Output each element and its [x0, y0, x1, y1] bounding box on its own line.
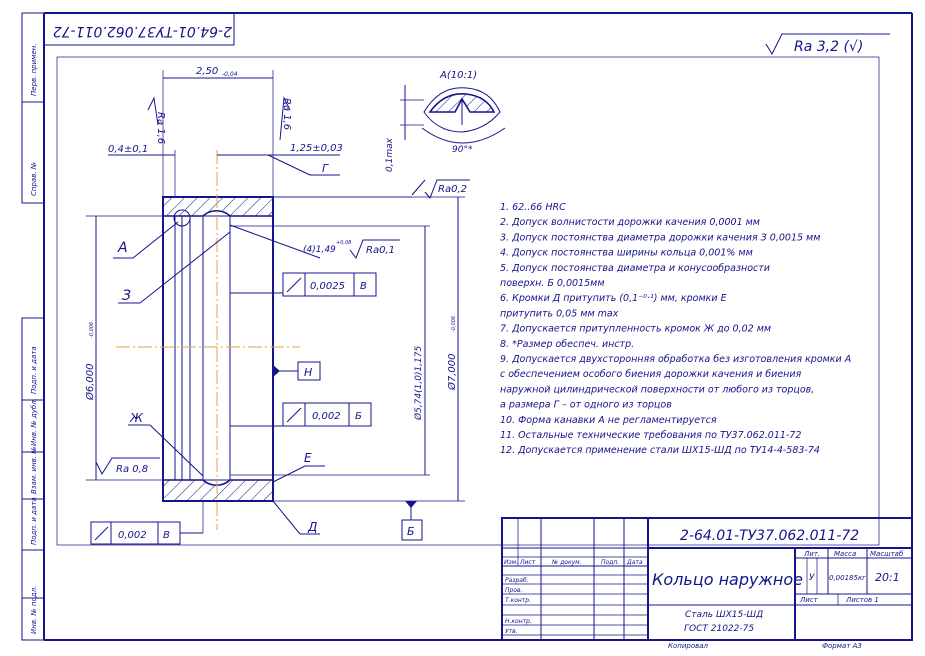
side-label: Справ. №	[30, 162, 38, 196]
label-a: А	[117, 240, 128, 256]
material-1: Сталь ШХ15-ШД	[685, 610, 763, 620]
side-label: Подп. и дата	[30, 497, 38, 545]
dim-width-tol: -0,04	[222, 71, 238, 78]
roughness-text: Ra 3,2 (√)	[794, 39, 863, 55]
col-mass: Масса	[834, 550, 856, 558]
datum-b: Б	[407, 525, 415, 538]
scale-value: 20:1	[875, 571, 900, 584]
technical-notes: 1. 62..66 HRC 2. Допуск волнистости дорож…	[500, 202, 851, 456]
note-line: 7. Допускается притупленность кромок Ж д…	[500, 324, 771, 335]
dim-dia-outer-tol: -0,006	[451, 316, 457, 332]
col-lit: Лит.	[803, 550, 820, 558]
detail-angle: 90°*	[452, 145, 473, 155]
dim-rad-track: (4)1,49	[303, 245, 336, 255]
col-label: Подп.	[601, 559, 619, 566]
note-line: 9. Допускается двухсторонняя обработка б…	[500, 354, 851, 365]
mass-value: 0,00185кг	[829, 574, 866, 582]
tol-value: 0,002	[312, 411, 341, 422]
label-3: З	[122, 288, 131, 304]
material-2: ГОСТ 21022-75	[684, 624, 754, 634]
col-scale: Масштаб	[870, 550, 904, 558]
format-label: Формат А3	[822, 642, 862, 650]
side-label: Инв. № дубл.	[30, 398, 38, 446]
role-label: Н.контр.	[505, 618, 532, 625]
side-label: Перв. примен.	[30, 43, 38, 96]
side-label: Взам. инв. №	[30, 446, 38, 494]
dim-offset: 1,25±0,03	[290, 143, 343, 154]
side-label: Подп. и дата	[30, 346, 38, 394]
note-line: 12. Допускается применение стали ШХ15-ШД…	[500, 445, 820, 456]
dim-dia-outer: Ø7,000	[446, 354, 458, 392]
title-block: 2-64.01-ТУ37.062.011-72 Кольцо наружное …	[501, 517, 913, 650]
note-line: а размера Г – от одного из торцов	[500, 400, 672, 411]
dim-width: 2,50	[196, 66, 218, 77]
note-line: поверхн. Б 0,0015мм	[500, 278, 604, 289]
role-label: Пров.	[505, 587, 523, 594]
tolerance-frames: 0,0025 В 0,002 Б 0,002 В	[90, 272, 377, 545]
note-line: 10. Форма канавки А не регламентируется	[500, 415, 717, 426]
tol-value: 0,002	[118, 530, 147, 541]
role-label: Разраб.	[505, 577, 529, 584]
side-labels: Перв. примен. Справ. № Подп. и дата Инв.…	[30, 43, 38, 634]
lit-value: У	[809, 573, 815, 583]
note-line: 3. Допуск постоянства диаметра дорожки к…	[500, 232, 820, 243]
role-label: Утв.	[505, 628, 518, 635]
label-d: Д	[307, 520, 317, 534]
tol-base: В	[163, 530, 170, 541]
ra-16-left: Ra 1,6	[155, 112, 166, 144]
col-label: № докум.	[551, 559, 582, 566]
label-g: Г	[322, 162, 329, 175]
tolerance-frame-2: 0,002 Б	[229, 402, 372, 480]
dim-rad-track-tol: +0,08	[336, 240, 351, 246]
note-line: 6. Кромки Д притупить (0,1⁻⁰·¹) мм, кром…	[500, 293, 727, 304]
note-line: 11. Остальные технические требования по …	[500, 430, 801, 441]
tolerance-frame-3: 0,002 В	[90, 501, 204, 545]
tol-value: 0,0025	[310, 281, 345, 292]
note-line: 2. Допуск волнистости дорожки качения 0,…	[500, 217, 760, 228]
datum-n: Н	[304, 366, 312, 379]
tolerance-frame-1: 0,0025 В	[230, 272, 377, 297]
surface-roughness-general: Ra 3,2 (√)	[765, 33, 890, 56]
ra-01: Ra0,1	[366, 245, 395, 256]
note-line: 5. Допуск постоянства диаметра и конусоо…	[500, 263, 770, 274]
sheets-label: Листов 1	[845, 596, 879, 604]
note-line: с обеспечением особого биения дорожки ка…	[500, 369, 802, 380]
label-zh: Ж	[129, 411, 144, 425]
tol-base: Б	[355, 411, 362, 422]
note-line: притупить 0,05 мм max	[500, 308, 619, 319]
tol-base: В	[360, 281, 367, 292]
role-label: Т.контр.	[505, 597, 531, 604]
side-label: Инв. № подл.	[30, 586, 38, 634]
detail-a-view: А(10:1) 90°* 0,1max	[385, 70, 506, 172]
label-e: Е	[304, 451, 312, 465]
part-name: Кольцо наружное	[652, 570, 803, 589]
col-label: Изм.	[504, 559, 518, 566]
col-label: Дата	[626, 559, 643, 566]
ra-16-right: Ra 1,6	[281, 98, 292, 130]
detail-a-title: А(10:1)	[439, 70, 477, 81]
dim-chamfer: 0,4±0,1	[108, 144, 148, 155]
ra-08: Ra 0,8	[116, 464, 148, 475]
copied-label: Копировал	[668, 642, 709, 650]
rotated-doc-code: 2-64.01-ТУ37.062.011-72	[53, 23, 232, 39]
dimensions: 2,50 -0,04 Ra 1,6 Ra 1,6 0,4±0,1 1,25±0,…	[84, 66, 470, 541]
dim-dia-track: Ø5,74(1,0)1,175	[413, 346, 424, 421]
detail-max: 0,1max	[385, 137, 395, 172]
sheet-frame: 2-64.01-ТУ37.062.011-72	[21, 12, 913, 641]
doc-code-text: 2-64.01-ТУ37.062.011-72	[680, 528, 859, 544]
note-line: наружной цилиндрической поверхности от л…	[500, 384, 814, 395]
note-line: 1. 62..66 HRC	[500, 202, 566, 213]
note-line: 8. *Размер обеспеч. инстр.	[500, 339, 634, 350]
sheet-label: Лист	[799, 596, 819, 604]
col-label: Лист	[519, 559, 536, 566]
ra-02: Ra0,2	[438, 184, 467, 195]
dim-dia-bore: Ø6,000	[84, 364, 96, 402]
note-line: 4. Допуск постоянства ширины кольца 0,00…	[500, 248, 753, 259]
dim-dia-bore-tol: -0,006	[89, 322, 95, 338]
